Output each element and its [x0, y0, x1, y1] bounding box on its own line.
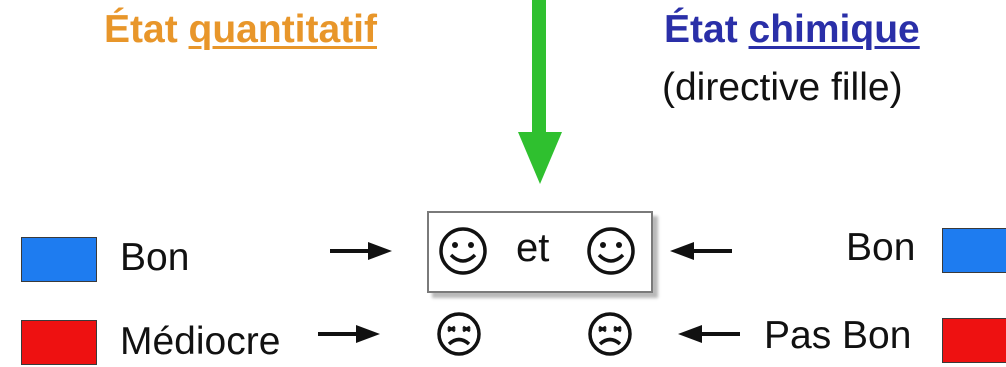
title-right-prefix: État	[664, 8, 738, 51]
joiner-et: et	[516, 226, 550, 270]
green-down-arrow-icon	[518, 0, 562, 184]
left-arrow-icon	[670, 242, 732, 260]
right-arrow-icon	[318, 325, 380, 343]
label-mediocre-left: Médiocre	[120, 320, 281, 363]
left-arrow-icon	[678, 325, 740, 343]
legend-swatch-pas-bon-right	[942, 318, 1006, 363]
title-etat-chimique: État chimique	[664, 8, 920, 52]
label-bon-right: Bon	[846, 226, 916, 269]
label-bon-left: Bon	[120, 236, 190, 279]
legend-swatch-mediocre-left	[21, 320, 97, 365]
title-left-emphasis: quantitatif	[188, 8, 377, 51]
title-right-emphasis: chimique	[748, 8, 920, 51]
legend-swatch-bon-right	[942, 228, 1006, 273]
title-etat-quantitatif: État quantitatif	[104, 8, 377, 52]
title-left-prefix: État	[104, 8, 178, 51]
smiley-face-icon	[587, 227, 635, 275]
result-box-good	[427, 211, 653, 293]
smiley-face-icon	[439, 227, 487, 275]
legend-swatch-bon-left	[21, 237, 97, 282]
subtitle-directive-fille: (directive fille)	[662, 66, 903, 109]
right-arrow-icon	[330, 242, 392, 260]
label-pas-bon-right: Pas Bon	[764, 314, 912, 357]
frowning-face-icon	[437, 312, 481, 356]
frowning-face-icon	[588, 312, 632, 356]
